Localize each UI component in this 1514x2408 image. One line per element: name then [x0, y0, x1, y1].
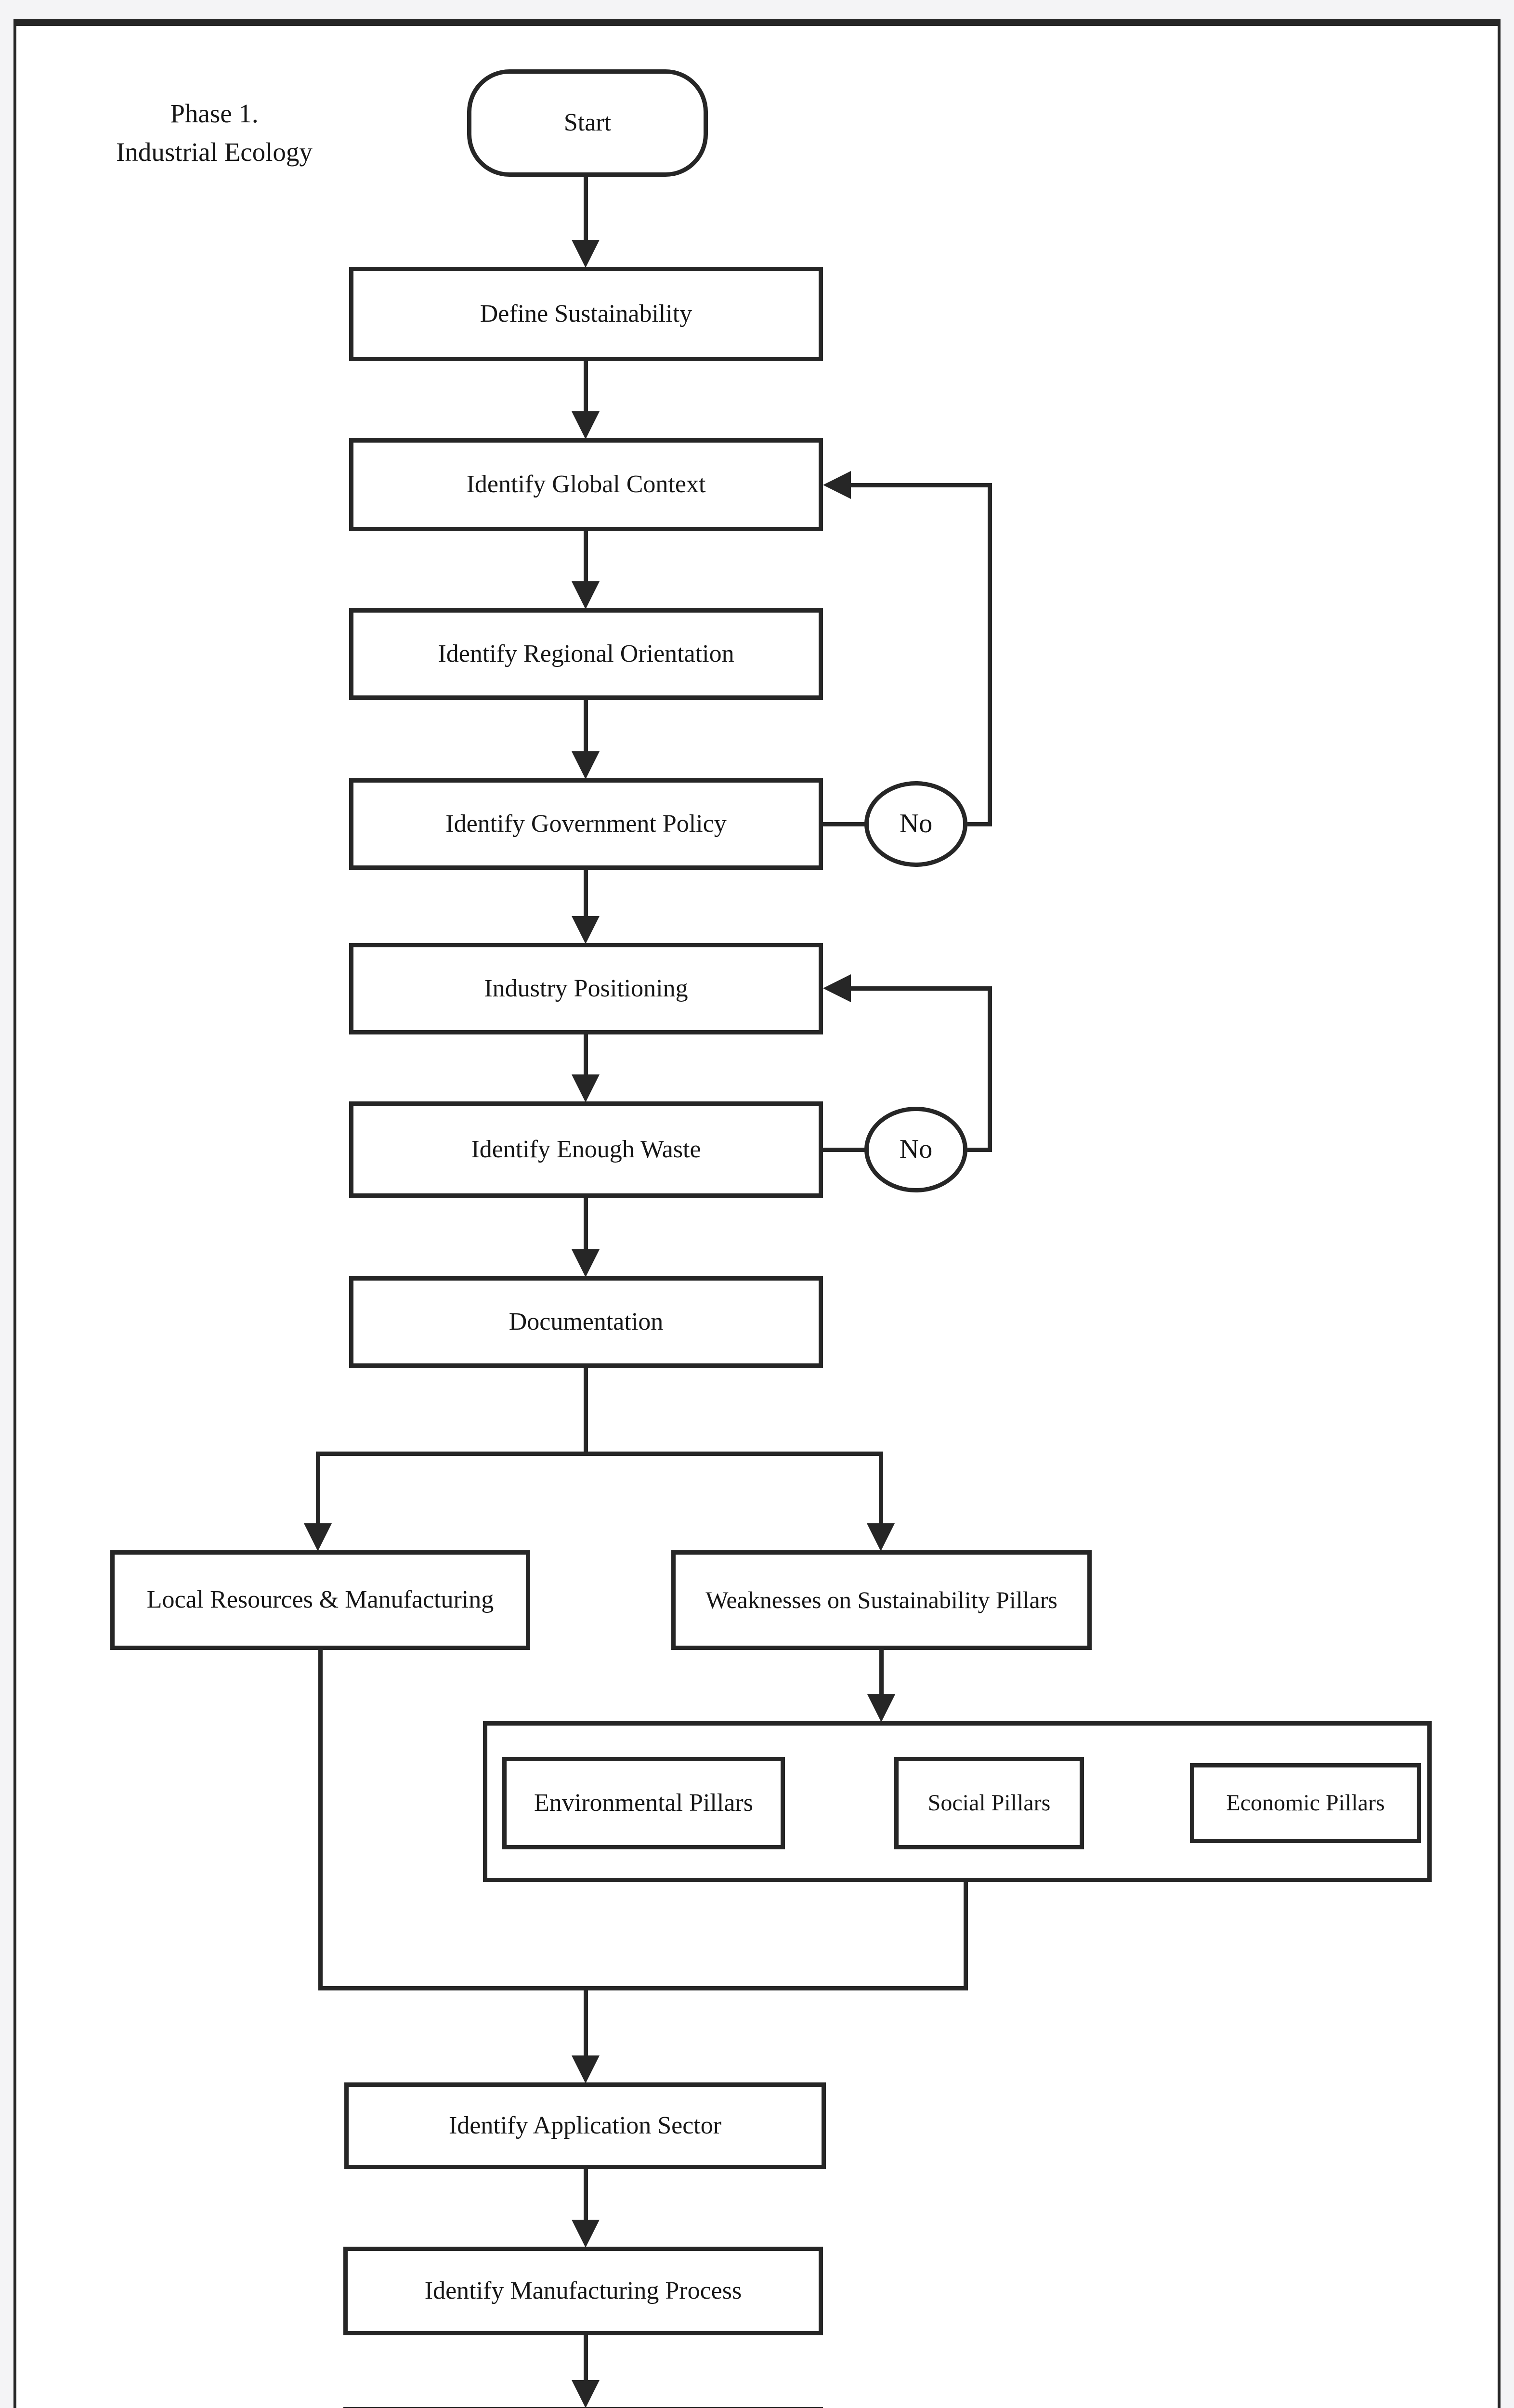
node-label: Identify Manufacturing Process [424, 2277, 742, 2304]
connector-branch-horizontal [316, 1452, 883, 1456]
node-label: Weaknesses on Sustainability Pillars [705, 1586, 1057, 1613]
node-identify-application-sector: Identify Application Sector [344, 2082, 826, 2169]
arrow-down-icon [572, 916, 600, 944]
connector-branch-left [316, 1452, 320, 1523]
node-label: Identify Regional Orientation [438, 640, 734, 667]
node-label: Identify Application Sector [448, 2111, 722, 2139]
arrow-down-icon [304, 1523, 332, 1551]
node-label: No [899, 1134, 933, 1165]
phase-label-line2: Industrial Ecology [116, 137, 313, 167]
connector-loop2-vertical [988, 986, 992, 1152]
node-industry-positioning: Industry Positioning [349, 943, 823, 1034]
node-label: No [899, 809, 933, 839]
connector-define-global [584, 361, 588, 412]
node-put-forward-hypothesis: Put Forward Hypothesis [343, 2407, 823, 2408]
connector-regional-policy [584, 700, 588, 752]
connector-loop2-horizontal [849, 986, 992, 991]
connector-weaknesses-pillars [879, 1650, 884, 1694]
connector-documentation-branch [584, 1368, 588, 1456]
arrow-down-icon [572, 751, 600, 779]
arrow-down-icon [572, 581, 600, 609]
node-label: Define Sustainability [480, 300, 692, 327]
node-label: Industry Positioning [484, 974, 688, 1002]
node-identify-government-policy: Identify Government Policy [349, 778, 823, 870]
node-label: Documentation [509, 1308, 664, 1335]
node-label: Identify Government Policy [445, 810, 727, 838]
connector-merge-horizontal [318, 1986, 968, 1990]
connector-loop1-vertical [988, 483, 992, 826]
connector-start-define [584, 177, 588, 241]
connector-loop1-horizontal [849, 483, 992, 487]
node-weaknesses-sustainability-pillars: Weaknesses on Sustainability Pillars [671, 1550, 1092, 1650]
node-start: Start [467, 69, 708, 177]
connector-process-hypothesis [584, 2335, 588, 2380]
connector-waste-documentation [584, 1198, 588, 1250]
connector-global-regional [584, 531, 588, 582]
phase-label-line1: Phase 1. [170, 99, 259, 128]
node-documentation: Documentation [349, 1276, 823, 1368]
node-label: Environmental Pillars [534, 1789, 753, 1817]
connector-appsector-process [584, 2169, 588, 2220]
connector-policy-industry [584, 870, 588, 916]
arrow-down-icon [572, 2055, 600, 2083]
connector-no2-riser [967, 1148, 992, 1152]
node-identify-manufacturing-process: Identify Manufacturing Process [343, 2247, 823, 2335]
node-label: Identify Enough Waste [471, 1135, 701, 1163]
node-label: Social Pillars [927, 1790, 1051, 1816]
arrow-down-icon [572, 240, 600, 268]
node-local-resources-manufacturing: Local Resources & Manufacturing [110, 1550, 530, 1650]
connector-no1-riser [967, 822, 992, 826]
connector-industry-waste [584, 1034, 588, 1075]
node-label: Economic Pillars [1226, 1790, 1385, 1816]
connector-branch-right [879, 1452, 883, 1523]
node-label: Local Resources & Manufacturing [146, 1586, 494, 1614]
node-no-1: No [864, 781, 967, 867]
arrow-left-icon [823, 471, 851, 499]
node-no-2: No [864, 1107, 967, 1192]
node-environmental-pillars: Environmental Pillars [502, 1757, 785, 1849]
connector-merge-appsector [584, 1990, 588, 2055]
node-identify-regional-orientation: Identify Regional Orientation [349, 608, 823, 700]
node-label: Identify Global Context [466, 471, 706, 498]
arrow-down-icon [572, 1249, 600, 1277]
arrow-down-icon [572, 2380, 600, 2408]
arrow-down-icon [572, 411, 600, 439]
node-define-sustainability: Define Sustainability [349, 267, 823, 361]
arrow-down-icon [867, 1694, 895, 1722]
node-economic-pillars: Economic Pillars [1190, 1763, 1421, 1843]
diagram-frame [13, 19, 1501, 2408]
arrow-down-icon [572, 2220, 600, 2248]
connector-local-merge [318, 1650, 323, 1990]
connector-pillars-merge [964, 1882, 968, 1990]
node-social-pillars: Social Pillars [894, 1757, 1084, 1849]
node-identify-global-context: Identify Global Context [349, 438, 823, 531]
arrow-down-icon [572, 1074, 600, 1102]
arrow-left-icon [823, 974, 851, 1002]
phase-label: Phase 1. Industrial Ecology [91, 94, 337, 171]
arrow-down-icon [867, 1523, 895, 1551]
node-identify-enough-waste: Identify Enough Waste [349, 1101, 823, 1198]
node-start-label: Start [563, 109, 612, 137]
connector-policy-no1 [823, 822, 866, 826]
connector-waste-no2 [823, 1148, 866, 1152]
